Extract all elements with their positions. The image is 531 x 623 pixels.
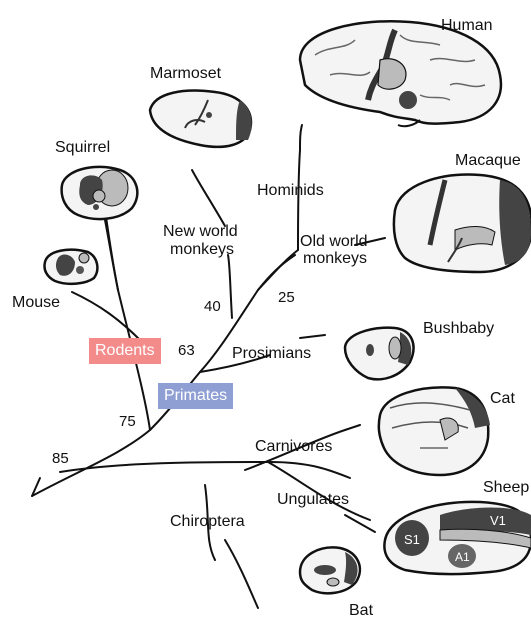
label-squirrel: Squirrel	[55, 139, 110, 156]
divergence-40: 40	[204, 298, 221, 315]
label-carnivores: Carnivores	[255, 438, 332, 455]
bat-brain	[300, 547, 360, 593]
mouse-branch	[72, 292, 140, 340]
primates-highlight-label: Primates	[158, 383, 233, 409]
squirrel-branch	[105, 220, 118, 290]
label-mouse: Mouse	[12, 294, 60, 311]
label-macaque: Macaque	[455, 152, 521, 169]
label-new-world-line2: monkeys	[170, 241, 234, 258]
area-label-a1: A1	[455, 550, 470, 564]
label-sheep: Sheep	[483, 479, 529, 496]
rodents-stem	[105, 210, 150, 430]
label-chiroptera: Chiroptera	[170, 513, 245, 530]
area-label-v1: V1	[490, 513, 506, 528]
label-bushbaby: Bushbaby	[423, 320, 494, 337]
squirrel-brain	[62, 167, 138, 219]
cat-connector	[345, 425, 360, 430]
label-old-world-line2: monkeys	[303, 250, 367, 267]
divergence-25: 25	[278, 289, 295, 306]
label-new-world-line1: New world	[163, 223, 238, 240]
rodents-highlight-label: Rodents	[89, 338, 161, 364]
new-world-branch	[228, 255, 232, 318]
bushbaby-connector	[300, 335, 325, 338]
label-hominids: Hominids	[257, 182, 324, 199]
macaque-brain	[394, 175, 531, 272]
label-old-world-line1: Old world	[300, 233, 368, 250]
human-brain	[300, 21, 501, 126]
divergence-75: 75	[119, 413, 136, 430]
bat-branch	[225, 540, 258, 608]
marmoset-brain	[150, 91, 252, 147]
label-human: Human	[441, 17, 493, 34]
sheep-connector	[345, 515, 375, 532]
old-world-branch	[258, 255, 295, 290]
trunk-branch	[32, 250, 298, 496]
area-label-s1: S1	[404, 532, 420, 547]
divergence-85: 85	[52, 450, 69, 467]
label-cat: Cat	[490, 390, 515, 407]
divergence-63: 63	[178, 342, 195, 359]
label-prosimians: Prosimians	[232, 345, 311, 362]
label-ungulates: Ungulates	[277, 491, 349, 508]
bushbaby-brain	[345, 328, 414, 380]
label-marmoset: Marmoset	[150, 65, 222, 82]
label-bat: Bat	[349, 602, 374, 618]
cat-brain	[379, 387, 490, 475]
marmoset-branch	[192, 170, 225, 226]
mouse-brain	[44, 250, 97, 284]
primates-branch	[60, 462, 350, 478]
